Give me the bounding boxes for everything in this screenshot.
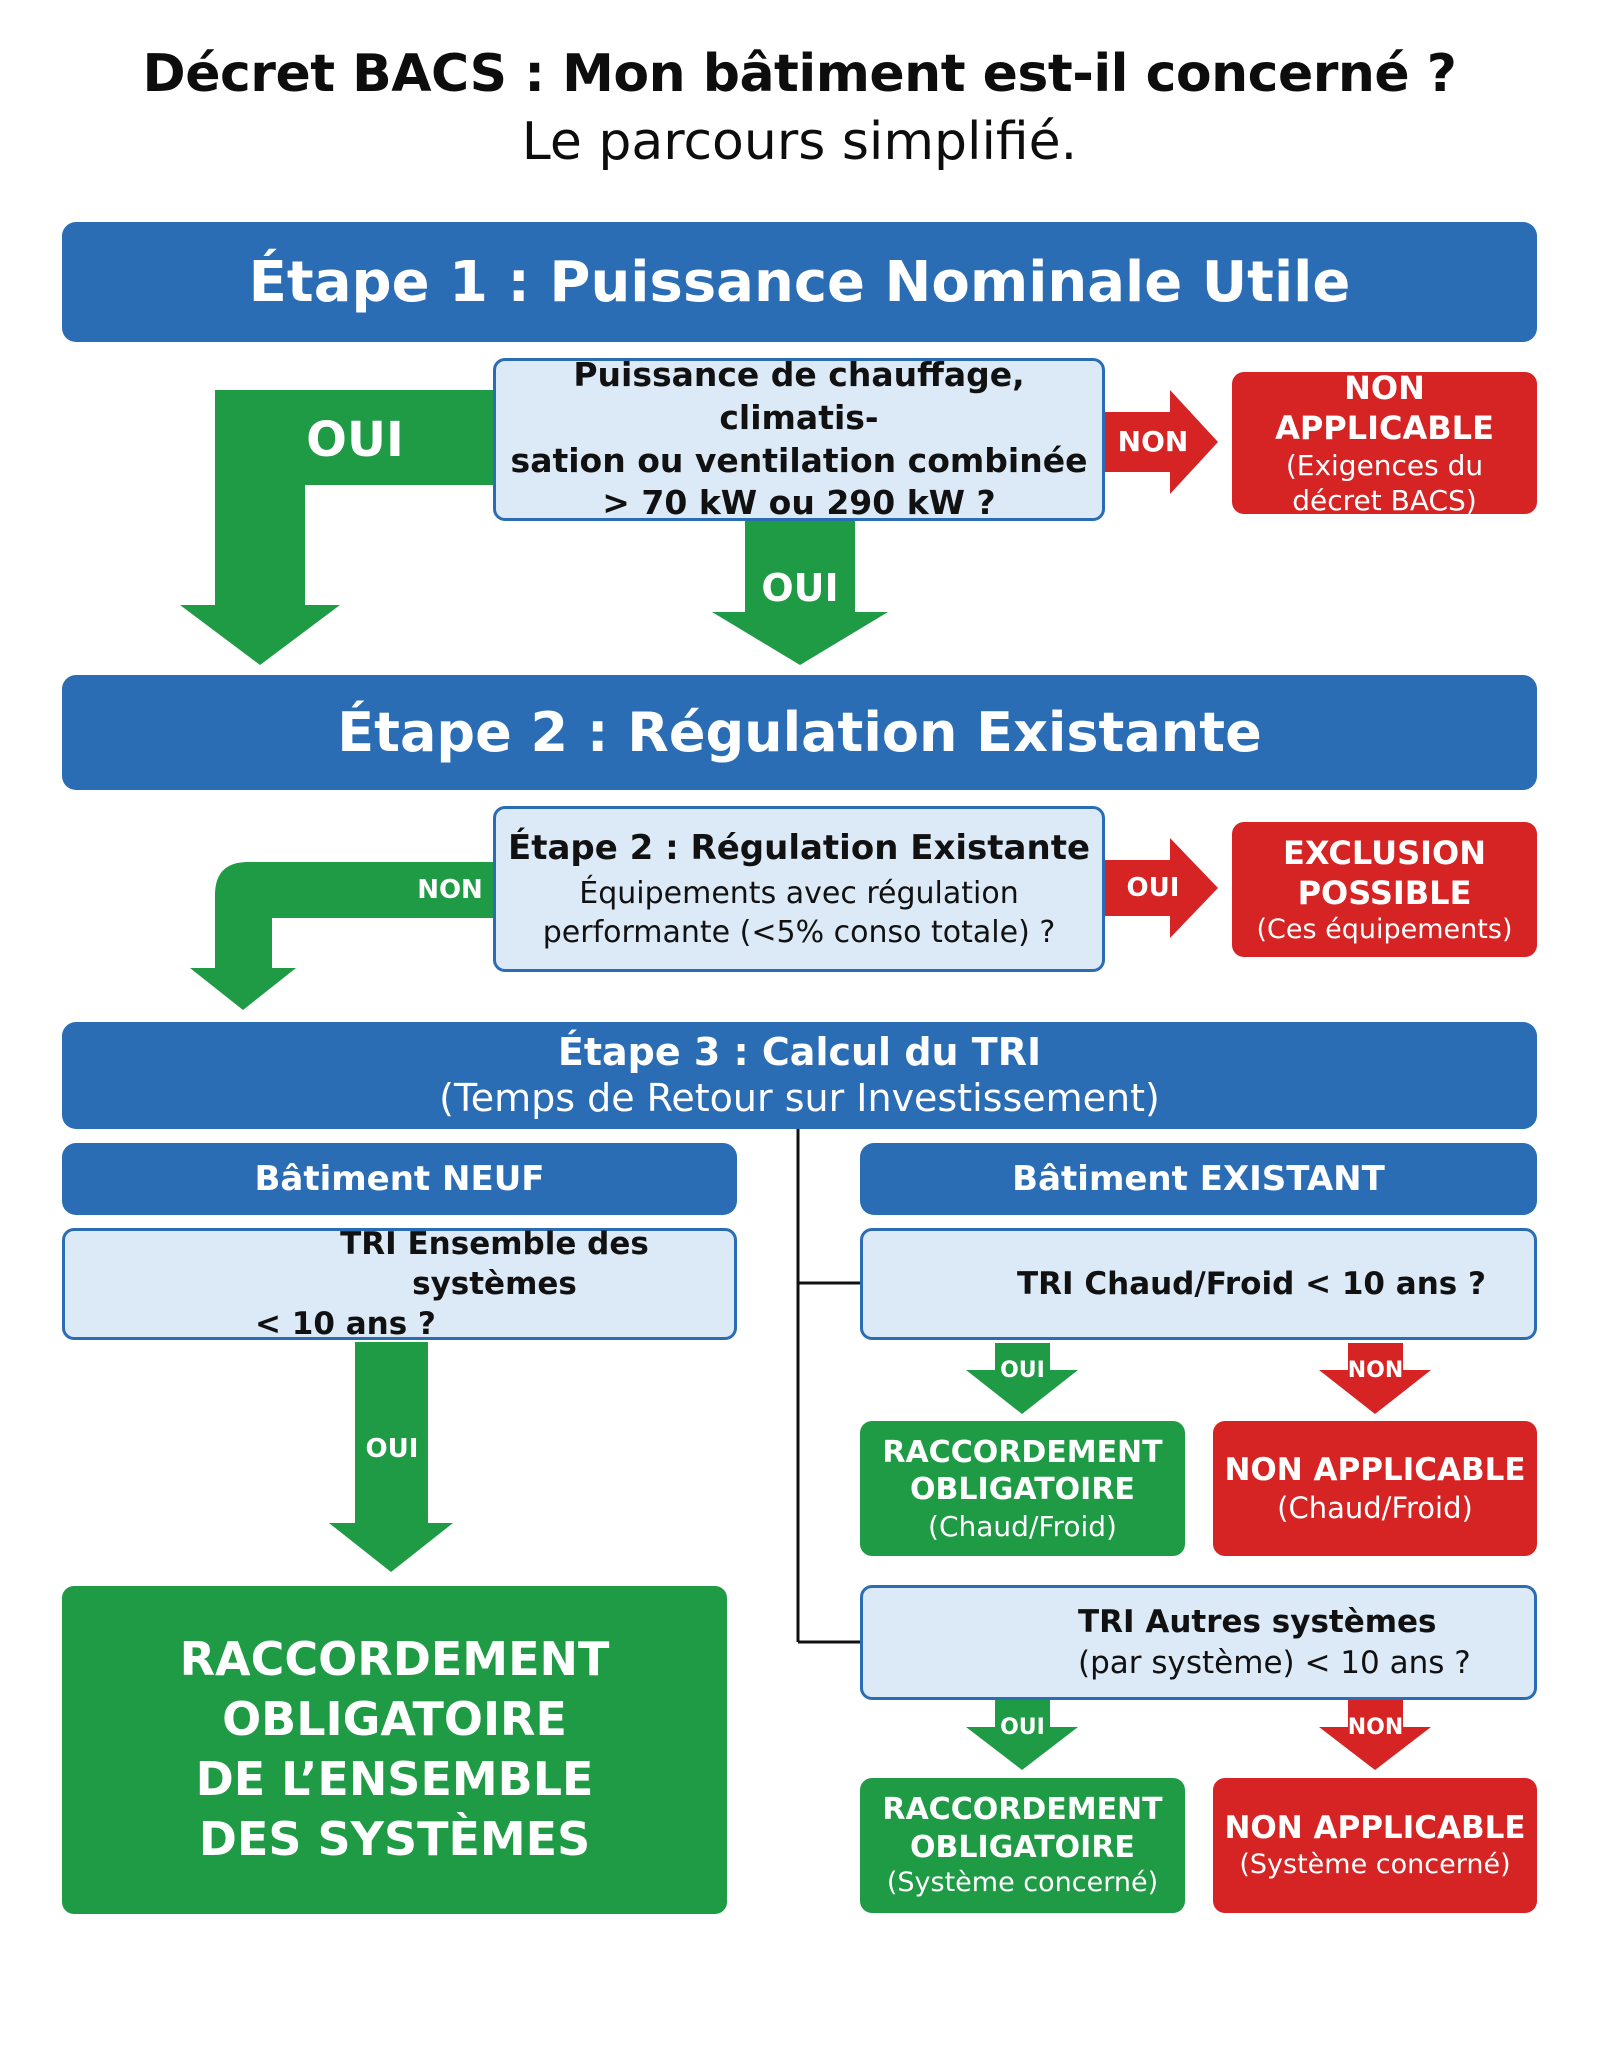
q2-no-line2: (Système concerné) — [1239, 1849, 1511, 1880]
q2-yes-line3: (Système concerné) — [886, 1867, 1159, 1899]
neuf-oui-label: OUI — [365, 1434, 419, 1464]
q1-no-line2: (Chaud/Froid) — [1277, 1490, 1473, 1525]
step1-question-line2: sation ou ventilation combinée — [510, 440, 1088, 480]
existant-q2-no-result: NON APPLICABLE (Système concerné) — [1213, 1778, 1537, 1913]
neuf-result-line2: OBLIGATOIRE — [222, 1692, 567, 1747]
step1-non-label: NON — [1117, 425, 1189, 458]
q1-non-arrow — [1319, 1343, 1431, 1414]
q2-yes-line2: OBLIGATOIRE — [910, 1829, 1135, 1865]
neuf-question-line1: TRI Ensemble des systèmes — [340, 1225, 649, 1302]
step1-oui-left-arrow — [180, 390, 500, 665]
step2-result-exclusion: EXCLUSION POSSIBLE (Ces équipements) — [1232, 822, 1537, 957]
step2-oui-label: OUI — [1126, 873, 1180, 903]
step2-result-title2: POSSIBLE — [1297, 873, 1472, 912]
neuf-header: Bâtiment NEUF — [62, 1143, 737, 1215]
existant-q2-box: TRI Autres systèmes (par système) < 10 a… — [860, 1585, 1537, 1700]
step2-oui-arrow — [1100, 838, 1218, 938]
neuf-oui-arrow — [329, 1342, 453, 1572]
step1-oui-down-arrow — [712, 520, 888, 665]
existant-q1-text: TRI Chaud/Froid < 10 ans ? — [1017, 1265, 1486, 1302]
step1-band: Étape 1 : Puissance Nominale Utile — [62, 222, 1537, 342]
step1-result-sub2: décret BACS) — [1292, 484, 1477, 517]
step2-question-line2: performante (<5% conso totale) ? — [542, 915, 1056, 951]
neuf-question-box: TRI Ensemble des systèmes < 10 ans ? — [62, 1226, 737, 1342]
q2-non-label: NON — [1347, 1715, 1404, 1740]
page-subtitle: Le parcours simplifié. — [521, 112, 1078, 172]
q1-non-label: NON — [1347, 1358, 1404, 1383]
step2-result-sub: (Ces équipements) — [1256, 913, 1513, 945]
existant-q1-yes-result: RACCORDEMENT OBLIGATOIRE (Chaud/Froid) — [860, 1421, 1185, 1556]
q1-yes-line3: (Chaud/Froid) — [928, 1509, 1117, 1543]
neuf-result-raccordement: RACCORDEMENT OBLIGATOIRE DE L’ENSEMBLE D… — [62, 1586, 727, 1914]
q2-non-arrow — [1319, 1700, 1431, 1770]
q1-oui-arrow — [966, 1343, 1078, 1414]
neuf-question-line2: < 10 ans ? — [255, 1306, 436, 1343]
step1-non-arrow — [1100, 390, 1218, 494]
step2-question-line1: Équipements avec régulation — [579, 876, 1019, 912]
existant-q2-line2: (par système) < 10 ans ? — [1078, 1644, 1471, 1681]
step2-non-arrow — [190, 862, 500, 1010]
step1-result-non-applicable: NON APPLICABLE (Exigences du décret BACS… — [1232, 369, 1537, 517]
step2-result-title1: EXCLUSION — [1282, 833, 1487, 872]
step1-band-title: Étape 1 : Puissance Nominale Utile — [248, 249, 1351, 315]
q2-no-line1: NON APPLICABLE — [1224, 1810, 1526, 1847]
step2-band: Étape 2 : Régulation Existante — [62, 675, 1537, 790]
step2-question-box: Étape 2 : Régulation Existante Équipemen… — [493, 806, 1105, 972]
q2-oui-label: OUI — [1000, 1715, 1045, 1740]
q1-oui-label: OUI — [1000, 1358, 1045, 1383]
step1-result-sub1: (Exigences du — [1285, 449, 1484, 482]
neuf-result-line4: DES SYSTÈMES — [198, 1811, 591, 1866]
neuf-header-label: Bâtiment NEUF — [254, 1159, 545, 1199]
existant-q2-yes-result: RACCORDEMENT OBLIGATOIRE (Système concer… — [860, 1778, 1185, 1913]
existant-header: Bâtiment EXISTANT — [860, 1143, 1537, 1215]
neuf-result-line1: RACCORDEMENT — [179, 1632, 610, 1687]
existant-q1-box: TRI Chaud/Froid < 10 ans ? — [860, 1228, 1537, 1340]
step1-question-line3: > 70 kW ou 290 kW ? — [602, 483, 996, 523]
neuf-result-line3: DE L’ENSEMBLE — [195, 1752, 594, 1806]
step2-question-title: Étape 2 : Régulation Existante — [507, 827, 1091, 868]
step2-band-title: Étape 2 : Régulation Existante — [337, 701, 1262, 764]
existant-q1-no-result: NON APPLICABLE (Chaud/Froid) — [1213, 1421, 1537, 1556]
step3-band-title: Étape 3 : Calcul du TRI — [557, 1029, 1042, 1074]
step3-band-subtitle: (Temps de Retour sur Investissement) — [439, 1075, 1160, 1120]
step1-result-title: NON APPLICABLE — [1275, 369, 1494, 447]
q1-yes-line2: OBLIGATOIRE — [910, 1472, 1135, 1507]
q2-oui-arrow — [966, 1700, 1078, 1770]
existant-q2-line1: TRI Autres systèmes — [1078, 1604, 1437, 1641]
q2-yes-line1: RACCORDEMENT — [882, 1792, 1163, 1828]
q1-yes-line1: RACCORDEMENT — [882, 1434, 1163, 1470]
step1-question-line1: Puissance de chauffage, climatis- — [573, 354, 1025, 437]
step2-non-label: NON — [417, 875, 483, 905]
step1-oui-down-label: OUI — [761, 566, 839, 610]
step1-oui-left-label: OUI — [306, 412, 404, 468]
step1-question-box: Puissance de chauffage, climatis- sation… — [493, 355, 1105, 522]
page-title: Décret BACS : Mon bâtiment est-il concer… — [142, 44, 1457, 104]
existant-header-label: Bâtiment EXISTANT — [1012, 1159, 1385, 1199]
step3-band: Étape 3 : Calcul du TRI (Temps de Retour… — [62, 1022, 1537, 1129]
q1-no-line1: NON APPLICABLE — [1224, 1452, 1526, 1488]
